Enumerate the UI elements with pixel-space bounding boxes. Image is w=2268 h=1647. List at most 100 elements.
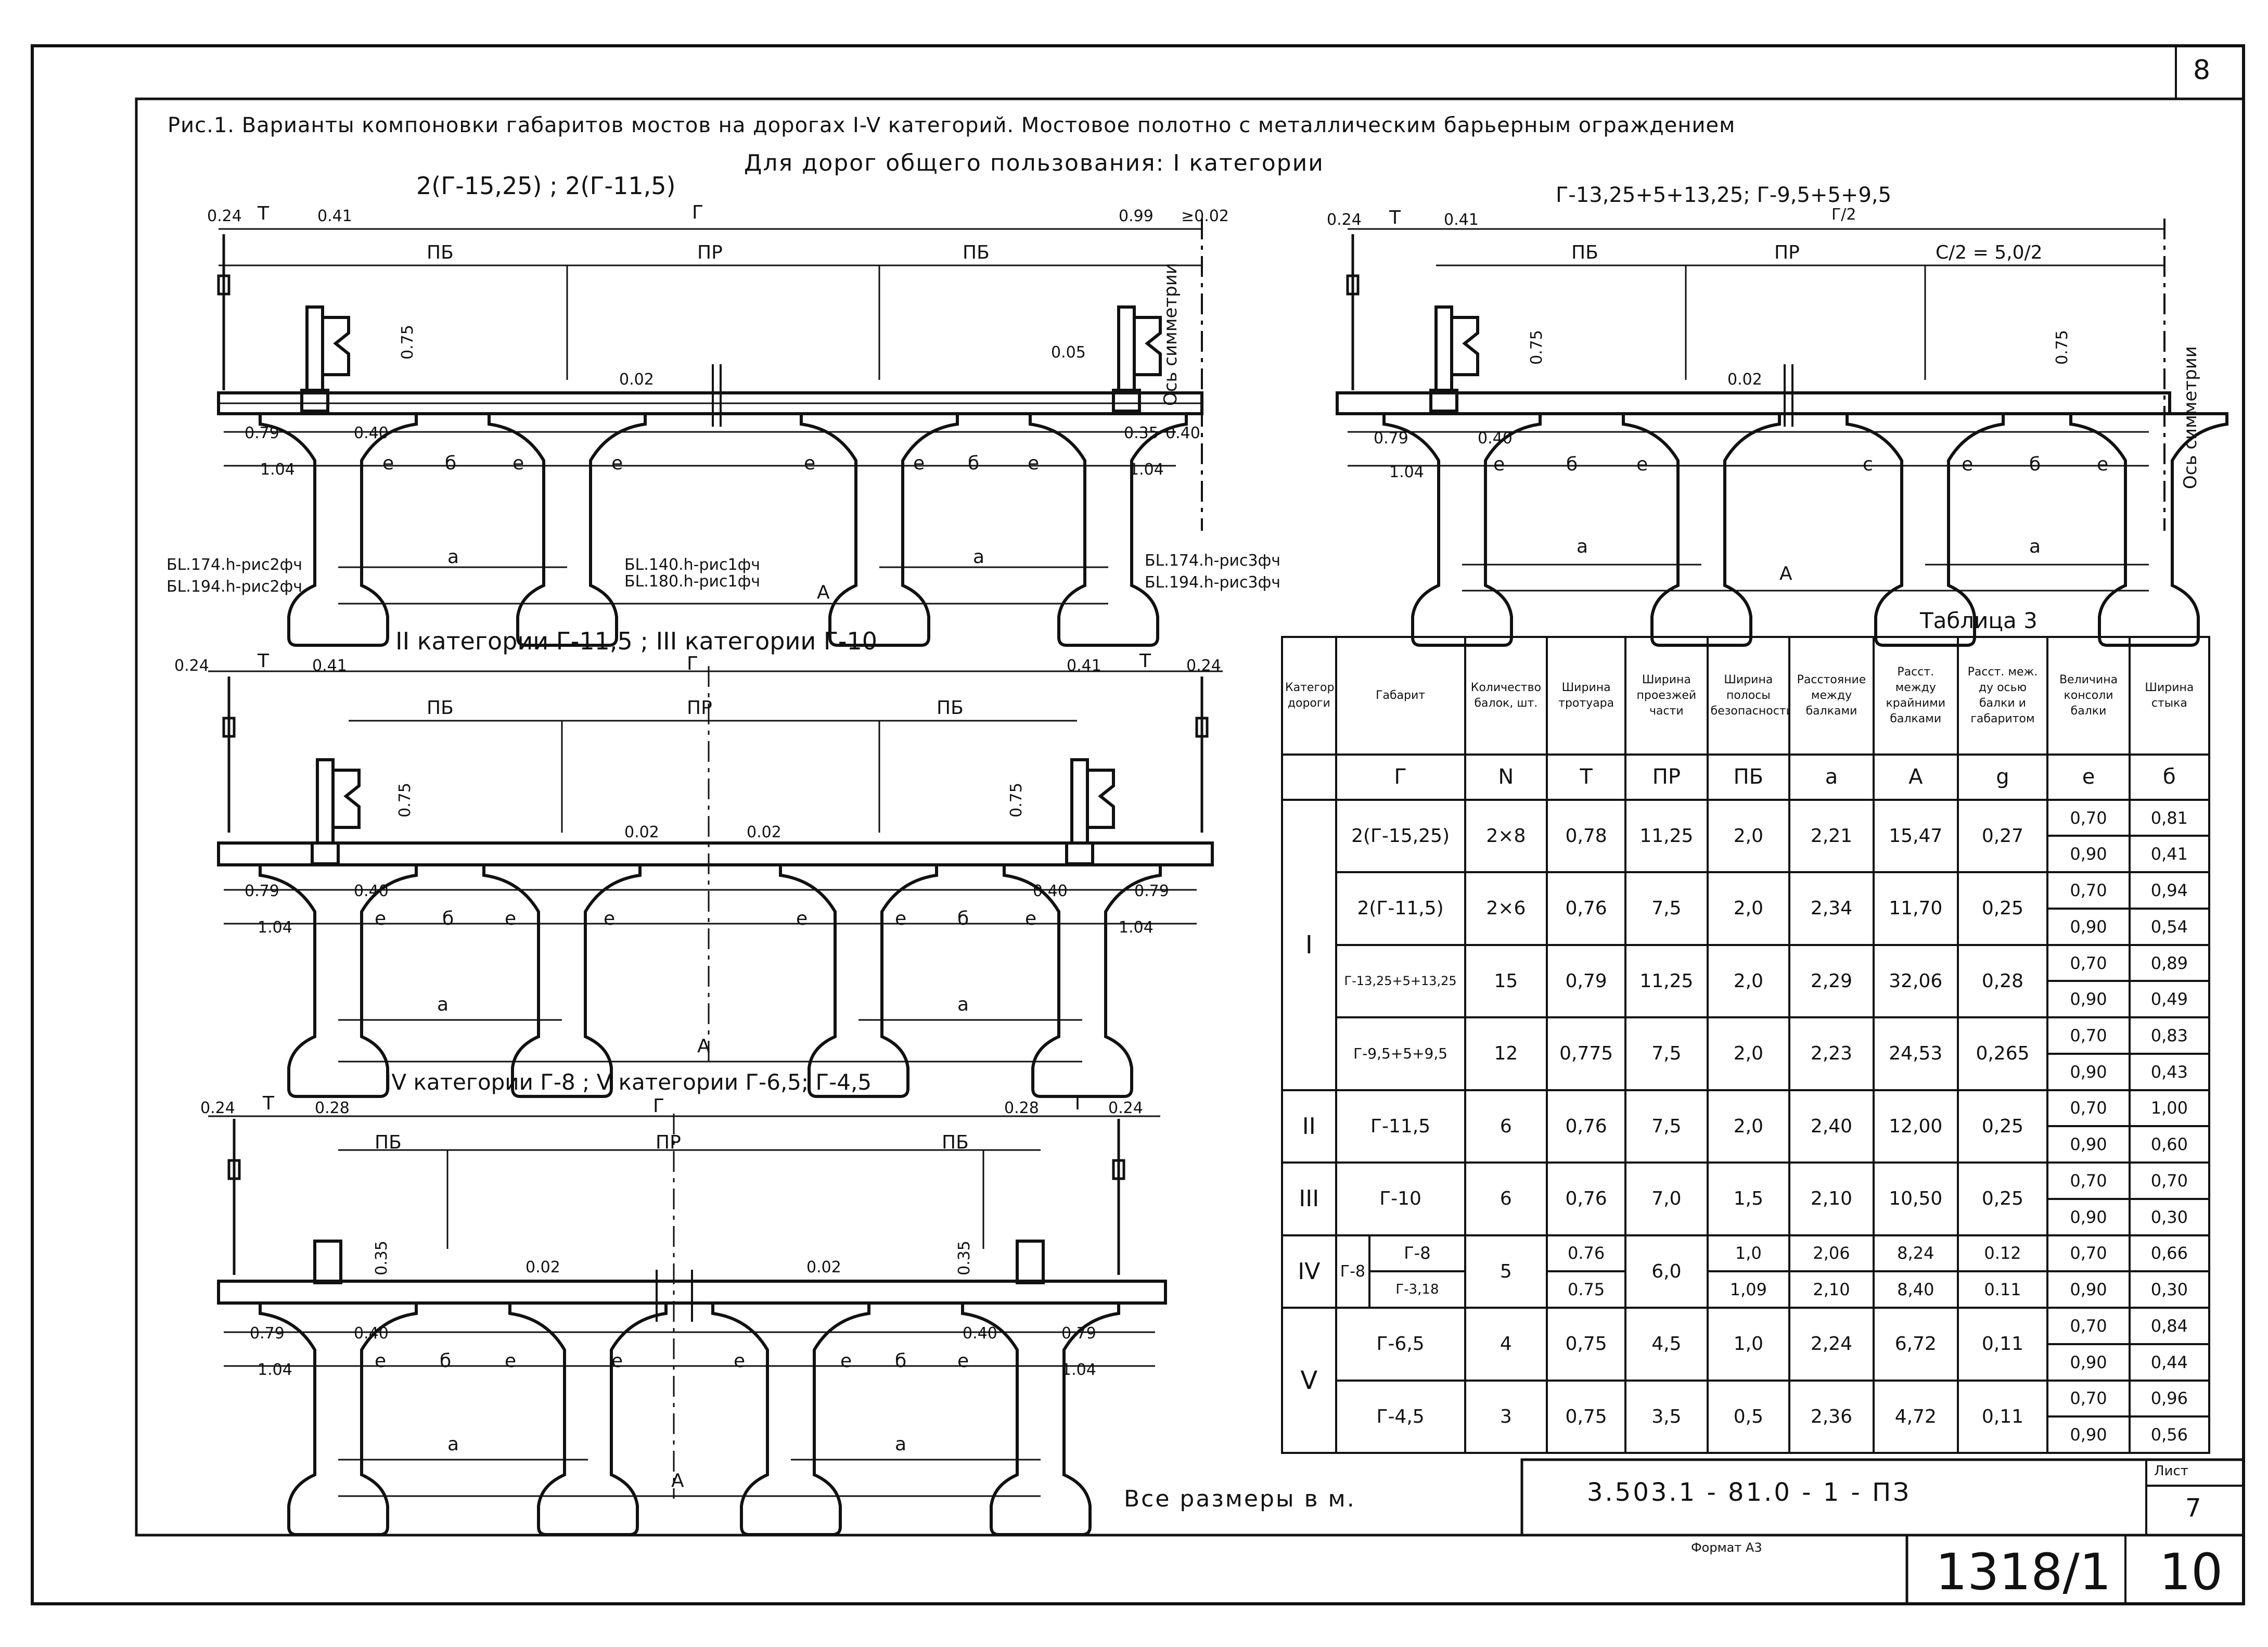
cell-A: 24,53 [1872, 1016, 1959, 1091]
sym-pb: ПБ [1706, 754, 1791, 801]
cell-pb: 1,0 [1706, 1234, 1791, 1273]
cell-b: 0,66 [2128, 1234, 2211, 1273]
cell-b: 0,70 [2128, 1161, 2211, 1200]
cell-e: 0,70 [2046, 943, 2131, 982]
d3-dim-104-right: 1.04 [1119, 918, 1154, 937]
d1-dim-041: 0.41 [317, 207, 352, 225]
cell-a: 2,29 [1788, 943, 1875, 1019]
cell-a: 2,21 [1788, 798, 1875, 874]
cell-cat-v: V [1281, 1307, 1337, 1454]
d4-dim-079-left: 0.79 [250, 1324, 285, 1343]
d3-dim-t-right: T [1139, 650, 1151, 672]
d1-A: A [817, 582, 830, 603]
th-extreme-spacing: Расст. между крайними балками [1872, 635, 1959, 756]
d1-dim-pb-left: ПБ [427, 242, 454, 263]
cell-A: 4,72 [1872, 1379, 1959, 1454]
th-axis-gap: Расст. меж. ду осью балки и габаритом [1956, 635, 2049, 756]
d1-dim-005: 0.05 [1051, 343, 1086, 362]
cell-a: 2,10 [1788, 1270, 1875, 1309]
d2-dim-041: 0.41 [1444, 211, 1479, 229]
cell-a: 2,36 [1788, 1379, 1875, 1454]
cell-b: 1,00 [2128, 1089, 2211, 1128]
d4-dim-024-right: 0.24 [1108, 1099, 1143, 1117]
sym-g-small: g [1956, 754, 2049, 801]
d4-dim-024-left: 0.24 [200, 1099, 235, 1117]
d3-dim-040-left: 0.40 [354, 882, 389, 900]
cell-pr: 3,5 [1624, 1379, 1709, 1454]
cell-gabarit: Г-10 [1335, 1161, 1466, 1236]
d4-a-right: a [895, 1434, 907, 1455]
cell-pr: 7,5 [1624, 1089, 1709, 1164]
cell-e: 0,90 [2046, 1270, 2131, 1309]
cell-a: 2,34 [1788, 871, 1875, 946]
d1-beam-right-1: БL.174.h-рис3фч [1145, 552, 1280, 570]
cell-g: 0,11 [1956, 1307, 2049, 1382]
d1-axis-label: Ось симметрии [1160, 263, 1181, 406]
cell-t: 0,78 [1546, 798, 1627, 874]
cell-pb: 2,0 [1706, 1089, 1791, 1164]
d4-dim-002-right: 0.02 [806, 1258, 841, 1276]
cell-A: 10,50 [1872, 1161, 1959, 1236]
cell-A: 11,70 [1872, 871, 1959, 946]
d2-dim-pb: ПБ [1571, 242, 1598, 263]
cell-e: 0,90 [2046, 907, 2131, 946]
cell-g: 0.11 [1956, 1270, 2049, 1309]
sym-n: N [1464, 754, 1548, 801]
d2-dim-040: 0.40 [1478, 429, 1513, 448]
cell-t: 0,79 [1546, 943, 1627, 1019]
cell-t: 0.76 [1546, 1234, 1627, 1273]
units-note: Все размеры в м. [1124, 1486, 1356, 1512]
d3-b1: б [442, 908, 454, 929]
d4-dim-pr: ПР [656, 1132, 681, 1153]
cell-n: 6 [1464, 1161, 1548, 1236]
cell-pr: 7,5 [1624, 871, 1709, 946]
d2-b2: б [2029, 454, 2041, 475]
d2-e2: e [1636, 454, 1648, 475]
d1-dim-099: 0.99 [1119, 207, 1154, 225]
cell-g: 0,27 [1956, 798, 2049, 874]
d1-b2: б [968, 453, 980, 474]
d1-dim-104-left: 1.04 [260, 461, 295, 479]
cell-e: 0,70 [2046, 1161, 2131, 1200]
cell-b: 0,30 [2128, 1270, 2211, 1309]
cell-e: 0,70 [2046, 1234, 2131, 1273]
d1-e5: e [913, 453, 925, 474]
d4-e2: e [505, 1350, 517, 1372]
th-roadway: Ширина проезжей части [1624, 635, 1709, 756]
d2-dim-002: 0.02 [1727, 371, 1762, 389]
diagram-3-caption: II категории Г-11,5 ; III категории Г-10 [395, 627, 878, 655]
d2-e4: e [2097, 454, 2109, 475]
d1-e3: e [611, 453, 623, 474]
list-number: 7 [2185, 1493, 2201, 1523]
cell-g: 0,25 [1956, 1161, 2049, 1236]
sym-pr: ПР [1624, 754, 1709, 801]
d4-e5: e [840, 1350, 852, 1372]
cell-gabarit: Г-11,5 [1335, 1089, 1466, 1164]
d2-b1: б [1566, 454, 1578, 475]
cell-n: 3 [1464, 1379, 1548, 1454]
d1-dim-t: T [258, 203, 269, 224]
cell-t: 0,76 [1546, 1161, 1627, 1236]
d3-dim-024-right: 0.24 [1186, 657, 1221, 675]
table-row: Г-4,5 3 0,75 3,5 0,5 2,36 4,72 0,11 0,70… [1282, 1379, 2211, 1454]
cell-pr: 7,0 [1624, 1161, 1709, 1236]
d1-dim-002-half: ≥0.02 [1181, 207, 1229, 225]
d3-A: A [697, 1036, 710, 1057]
cell-a: 2,10 [1788, 1161, 1875, 1236]
cell-A: 8,24 [1872, 1234, 1959, 1273]
table-row: IV Г-8 Г-8 5 0.76 6,0 1,0 2,06 8,24 0.12… [1281, 1234, 2211, 1309]
d2-dim-c2: С/2 = 5,0/2 [1936, 242, 2043, 263]
d2-axis-label: Ось симметрии [2180, 346, 2201, 489]
th-beam-spacing: Расстояние между балками [1788, 635, 1875, 756]
diagram-4-section [208, 1114, 1167, 1535]
cell-cat-i: I [1281, 798, 1337, 1091]
table-row: V Г-6,5 4 0,75 4,5 1,0 2,24 6,72 0,11 0,… [1281, 1307, 2211, 1454]
cell-b: 0,84 [2128, 1307, 2211, 1345]
document-code: 3.503.1 - 81.0 - 1 - ПЗ [1587, 1478, 1911, 1507]
cell-A: 12,00 [1872, 1089, 1959, 1164]
d3-dim-024-left: 0.24 [174, 657, 209, 675]
parameters-table: Категория дороги Габарит Количество бало… [1281, 635, 2211, 1454]
cell-b: 0,81 [2128, 798, 2211, 837]
d3-dim-079-left: 0.79 [245, 882, 279, 900]
d4-e1: e [375, 1350, 387, 1372]
